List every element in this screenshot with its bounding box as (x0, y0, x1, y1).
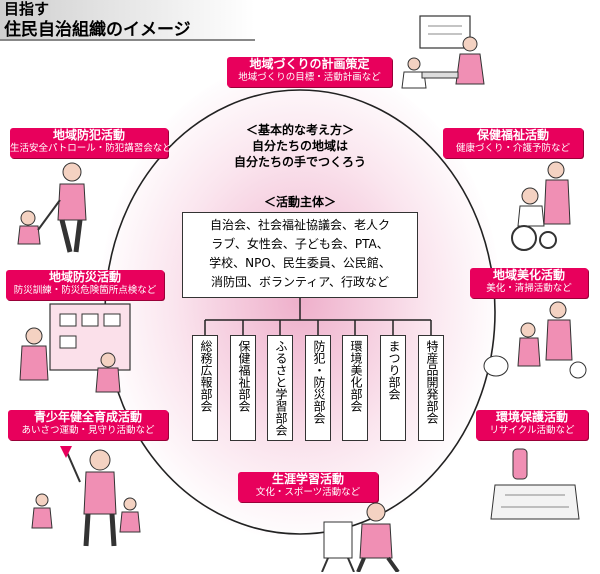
youth-greeting-illustration (31, 446, 141, 547)
bukai-kankyo: 環境美化部会 (342, 335, 368, 441)
bukai-tokusan: 特産品開発部会 (418, 335, 444, 441)
activity-youth-title: 青少年健全育成活動 (33, 410, 142, 424)
crime-patrol-illustration (17, 162, 87, 253)
activity-planning-sub: 地域づくりの目標・活動計画など (238, 72, 381, 83)
actors-line-4: 消防団、ボランティア、行政など (210, 275, 390, 289)
actors-line-2: ラブ、女性会、子ども会、PTA、 (211, 237, 389, 251)
recycling-illustration (490, 448, 580, 520)
actors-line-3: 学校、NPO、民生委員、公民館、 (209, 256, 391, 270)
bukai-furusato: ふるさと学習部会 (267, 335, 293, 441)
activity-beauty-sub: 美化・清掃活動など (486, 283, 572, 294)
basic-concept-line1: 自分たちの地域は (251, 139, 348, 153)
lifelong-learning-illustration (321, 502, 400, 572)
activity-disaster-prevention: 地域防災活動 防災訓練・防災危険箇所点検など (6, 270, 164, 300)
activity-learning-title: 生涯学習活動 (271, 472, 344, 486)
basic-concept-line2: 自分たちの手でつくろう (233, 155, 366, 169)
activity-youth: 青少年健全育成活動 あいさつ運動・見守り活動など (8, 410, 168, 440)
health-welfare-illustration (511, 161, 571, 251)
actors-heading: ＜活動主体＞ (263, 195, 336, 209)
activity-environment-title: 環境保護活動 (495, 410, 568, 424)
activity-youth-sub: あいさつ運動・見守り活動など (21, 425, 155, 436)
basic-concept: ＜基本的な考え方＞ 自分たちの地域は 自分たちの手でつくろう (200, 122, 400, 170)
bukai-matsuri: まつり部会 (380, 335, 406, 441)
activity-beauty-title: 地域美化活動 (492, 268, 565, 282)
disaster-training-illustration (19, 303, 131, 393)
page-title: 住民自治組織のイメージ (0, 19, 255, 41)
activity-disaster-sub: 防災訓練・防災危険箇所点検など (13, 285, 157, 296)
bukai-hoken: 保健福祉部会 (230, 335, 256, 441)
page-header-line1: 目指す (0, 0, 255, 19)
activity-beautification: 地域美化活動 美化・清掃活動など (470, 268, 588, 298)
bukai-bohan: 防犯・防災部会 (305, 335, 331, 441)
activity-environment: 環境保護活動 リサイクル活動など (476, 410, 588, 440)
bukai-soumu: 総務広報部会 (192, 335, 218, 441)
activity-crime-prevention: 地域防犯活動 生活安全パトロール・防犯講習会など (10, 128, 172, 158)
activity-environment-sub: リサイクル活動など (489, 425, 575, 436)
actors-box: 自治会、社会福祉協議会、老人ク ラブ、女性会、子ども会、PTA、 学校、NPO、… (182, 212, 418, 298)
activity-crime-title: 地域防犯活動 (52, 128, 125, 142)
basic-concept-heading: ＜基本的な考え方＞ (245, 123, 354, 137)
activity-health-title: 保健福祉活動 (476, 128, 549, 142)
activity-learning-sub: 文化・スポーツ活動など (255, 487, 361, 498)
activity-crime-sub: 生活安全パトロール・防犯講習会など (10, 143, 172, 154)
actors-line-1: 自治会、社会福祉協議会、老人ク (209, 218, 390, 232)
planning-meeting-illustration (401, 15, 485, 89)
activity-planning-title: 地域づくりの計画策定 (249, 57, 370, 71)
beautification-illustration (483, 301, 587, 379)
activity-health-sub: 健康づくり・介護予防など (455, 143, 570, 154)
activity-lifelong-learning: 生涯学習活動 文化・スポーツ活動など (238, 472, 378, 502)
activity-planning: 地域づくりの計画策定 地域づくりの目標・活動計画など (227, 57, 392, 87)
activity-health: 保健福祉活動 健康づくり・介護予防など (443, 128, 583, 158)
activity-disaster-title: 地域防災活動 (48, 270, 121, 284)
